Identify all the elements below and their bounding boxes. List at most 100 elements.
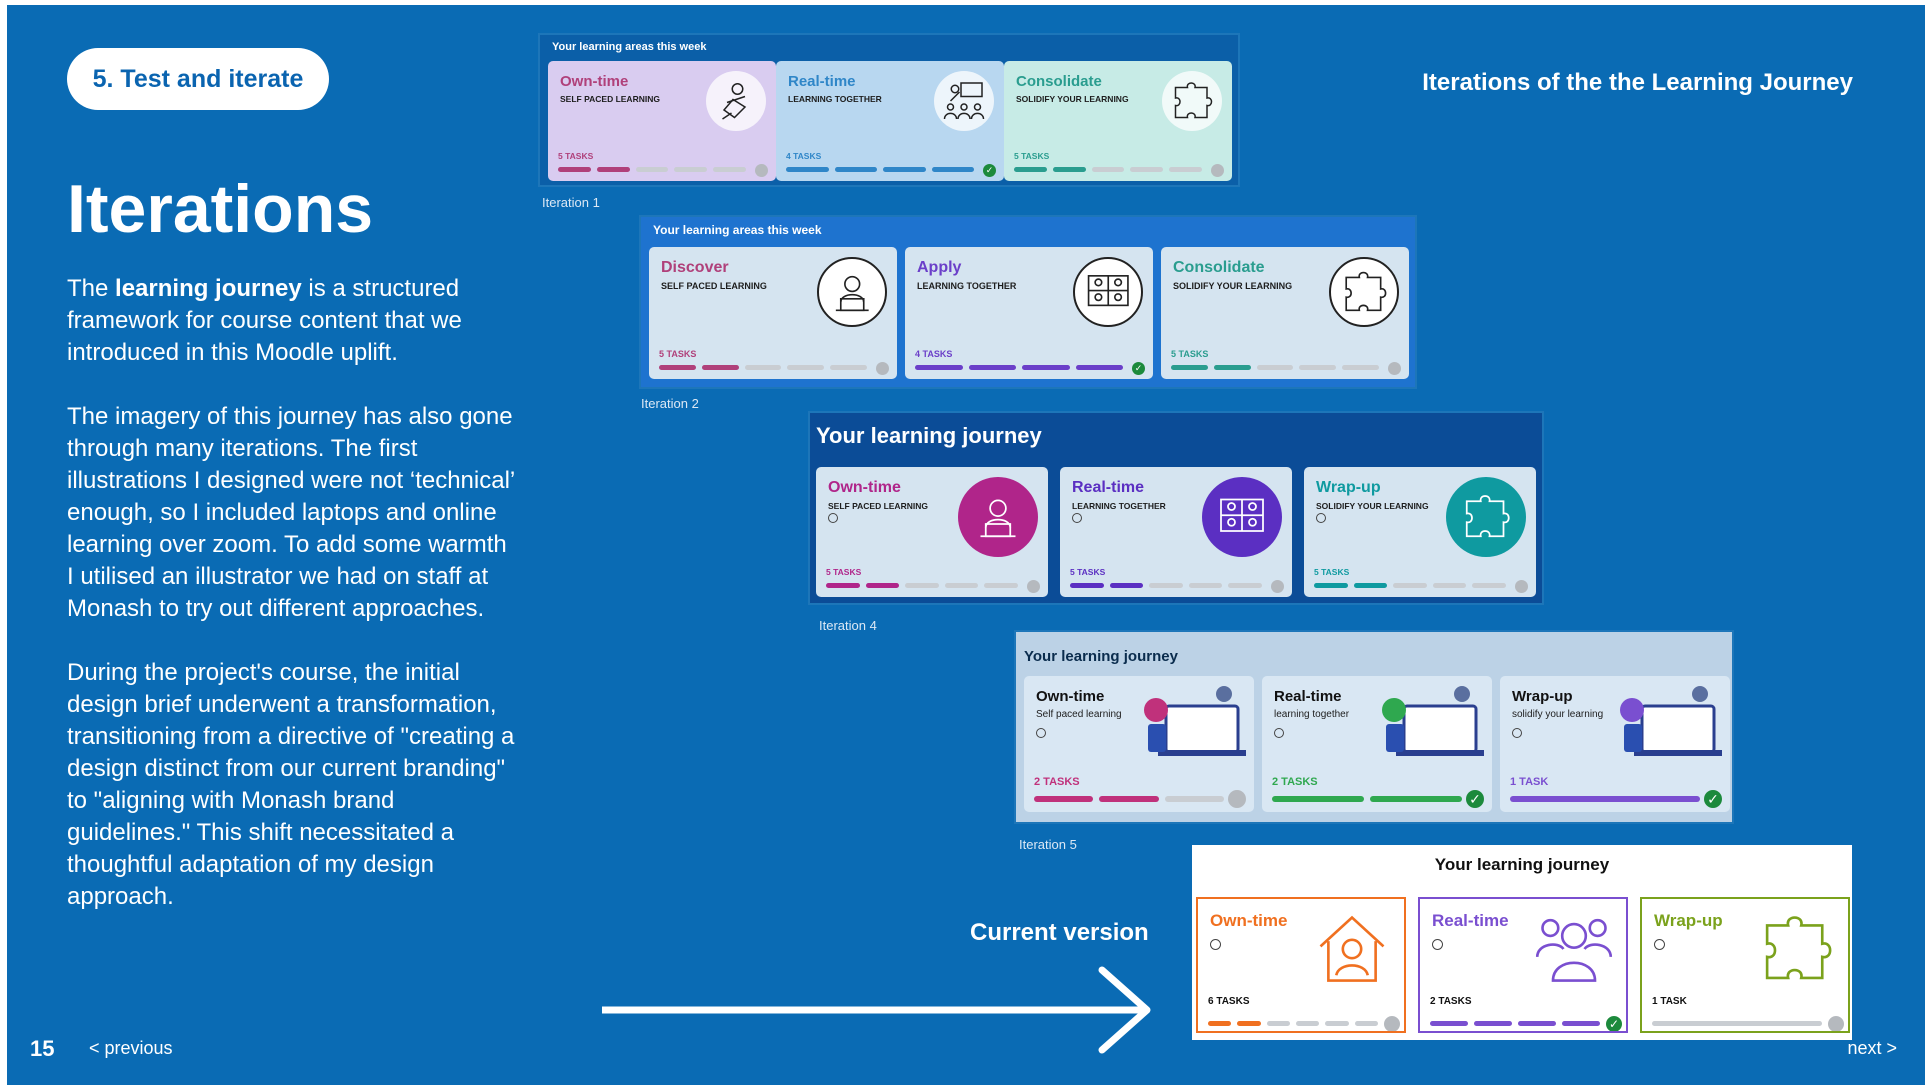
card-subtitle: LEARNING TOGETHER <box>917 281 1017 291</box>
incomplete-dot-icon <box>1211 163 1224 177</box>
card-title: Consolidate <box>1173 259 1265 276</box>
progress-segment <box>1353 583 1388 588</box>
task-count: 5 TASKS <box>558 151 594 161</box>
task-count: 2 TASKS <box>1034 776 1080 788</box>
puzzle-icon <box>1329 257 1399 327</box>
progress-segment <box>1430 1021 1468 1026</box>
incomplete-dot-icon <box>1828 1016 1844 1031</box>
iteration-caption: Iteration 5 <box>1019 837 1077 852</box>
iteration-caption: Iteration 4 <box>819 618 877 633</box>
progress-segment <box>1022 365 1070 370</box>
card-title: Own-time <box>560 73 629 90</box>
incomplete-dot-icon <box>1027 579 1040 593</box>
next-link[interactable]: next > <box>1847 1038 1897 1058</box>
task-count: 5 TASKS <box>1314 567 1350 577</box>
progress-segment <box>1208 1021 1232 1026</box>
progress-segment <box>659 365 696 370</box>
progress-segment <box>1052 167 1086 172</box>
body-paragraph: The learning journey is a structured fra… <box>67 275 462 366</box>
progress-segment <box>1149 583 1183 588</box>
progress-segment <box>915 365 963 370</box>
card-title: Wrap-up <box>1316 479 1381 496</box>
panel-title: Your learning areas this week <box>552 41 707 53</box>
card-title: Real-time <box>1274 688 1342 705</box>
puzzle-icon <box>1162 71 1222 131</box>
progress-segment <box>1256 365 1294 370</box>
card-subtitle: LEARNING TOGETHER <box>1072 501 1166 511</box>
progress-segment <box>1314 583 1348 588</box>
progress-segment <box>1014 167 1047 172</box>
progress-segment <box>834 167 877 172</box>
panel-title: Your learning areas this week <box>653 223 822 237</box>
iteration-caption: Iteration 1 <box>542 195 600 210</box>
task-count: 5 TASKS <box>659 349 697 359</box>
card-title: Real-time <box>788 73 856 90</box>
progress-segment <box>1266 1021 1290 1026</box>
info-icon[interactable] <box>1654 939 1665 950</box>
info-icon[interactable] <box>1274 728 1284 738</box>
progress-segment <box>1130 167 1164 172</box>
info-icon[interactable] <box>1316 513 1326 523</box>
progress-segment <box>905 583 939 588</box>
progress-segment <box>1370 796 1462 802</box>
presenter-group-icon <box>934 71 994 131</box>
info-icon[interactable] <box>1432 939 1443 950</box>
progress-segment <box>786 167 829 172</box>
progress-segment <box>1228 583 1262 588</box>
body-text: The learning journey is a structured fra… <box>67 273 517 945</box>
page-title: Iterations <box>67 171 374 247</box>
card-title: Apply <box>917 259 962 276</box>
card-subtitle: SOLIDIFY YOUR LEARNING <box>1016 94 1129 104</box>
person-reading-icon <box>706 71 766 131</box>
task-count: 2 TASKS <box>1272 776 1318 788</box>
info-icon[interactable] <box>1072 513 1082 523</box>
house-person-icon <box>1310 907 1394 991</box>
incomplete-dot-icon <box>1388 361 1401 375</box>
incomplete-dot-icon <box>1384 1016 1400 1031</box>
panel-title: Your learning journey <box>816 423 1042 448</box>
check-icon: ✓ <box>1466 790 1484 808</box>
card-title: Own-time <box>1210 911 1288 930</box>
incomplete-dot-icon <box>1228 790 1246 808</box>
card-subtitle: learning together <box>1274 709 1350 720</box>
info-icon[interactable] <box>1512 728 1522 738</box>
info-icon[interactable] <box>1210 939 1221 950</box>
panel-title: Your learning journey <box>1024 648 1178 665</box>
progress-segment <box>1432 583 1467 588</box>
task-count: 5 TASKS <box>1014 151 1050 161</box>
task-count: 2 TASKS <box>1430 996 1472 1007</box>
progress-segment <box>558 167 591 172</box>
info-icon[interactable] <box>1036 728 1046 738</box>
task-count: 5 TASKS <box>1171 349 1209 359</box>
card-subtitle: solidify your learning <box>1512 709 1604 720</box>
progress-segment <box>826 583 860 588</box>
progress-segment <box>596 167 630 172</box>
info-icon[interactable] <box>828 513 838 523</box>
learning-card[interactable]: Real-time learning together 2 TASKS ✓ <box>1262 676 1492 812</box>
task-count: 5 TASKS <box>1070 567 1106 577</box>
progress-segment <box>1518 1021 1556 1026</box>
progress-segment <box>1169 167 1202 172</box>
incomplete-dot-icon <box>1515 579 1528 593</box>
task-count: 1 TASK <box>1652 996 1687 1007</box>
check-icon: ✓ <box>1704 790 1722 808</box>
progress-segment <box>1474 1021 1512 1026</box>
previous-link[interactable]: < previous <box>89 1038 173 1058</box>
progress-segment <box>1272 796 1364 802</box>
